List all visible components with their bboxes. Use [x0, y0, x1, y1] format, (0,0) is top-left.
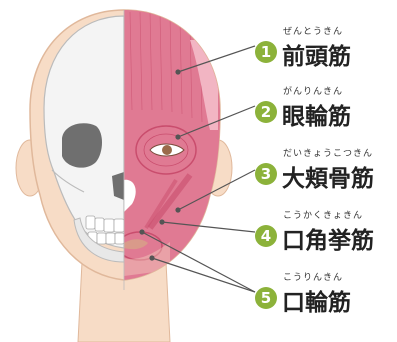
label-orbicularis-oculi: がんりんきん 2 眼輪筋	[255, 84, 395, 134]
label-name: 大頬骨筋	[282, 159, 374, 193]
label-name: 眼輪筋	[282, 97, 351, 131]
number-badge: 5	[255, 287, 277, 309]
label-orbicularis-oris: こうりんきん 5 口輪筋	[255, 270, 395, 320]
number-badge: 3	[255, 163, 277, 185]
label-levator-anguli-oris: こうかくきょきん 4 口角挙筋	[255, 208, 395, 258]
label-reading: がんりんきん	[283, 84, 343, 97]
label-name: 前頭筋	[282, 37, 351, 71]
label-name: 口角挙筋	[282, 221, 374, 255]
label-zygomaticus-major: だいきょうこつきん 3 大頬骨筋	[255, 146, 395, 196]
number-badge: 2	[255, 101, 277, 123]
label-reading: ぜんとうきん	[283, 24, 343, 37]
label-reading: こうかくきょきん	[283, 208, 363, 221]
label-name: 口輪筋	[282, 283, 351, 317]
label-reading: だいきょうこつきん	[283, 146, 373, 159]
muscle-half	[118, 10, 224, 280]
label-frontalis: ぜんとうきん 1 前頭筋	[255, 24, 395, 74]
label-reading: こうりんきん	[283, 270, 343, 283]
number-badge: 1	[255, 41, 277, 63]
number-badge: 4	[255, 225, 277, 247]
